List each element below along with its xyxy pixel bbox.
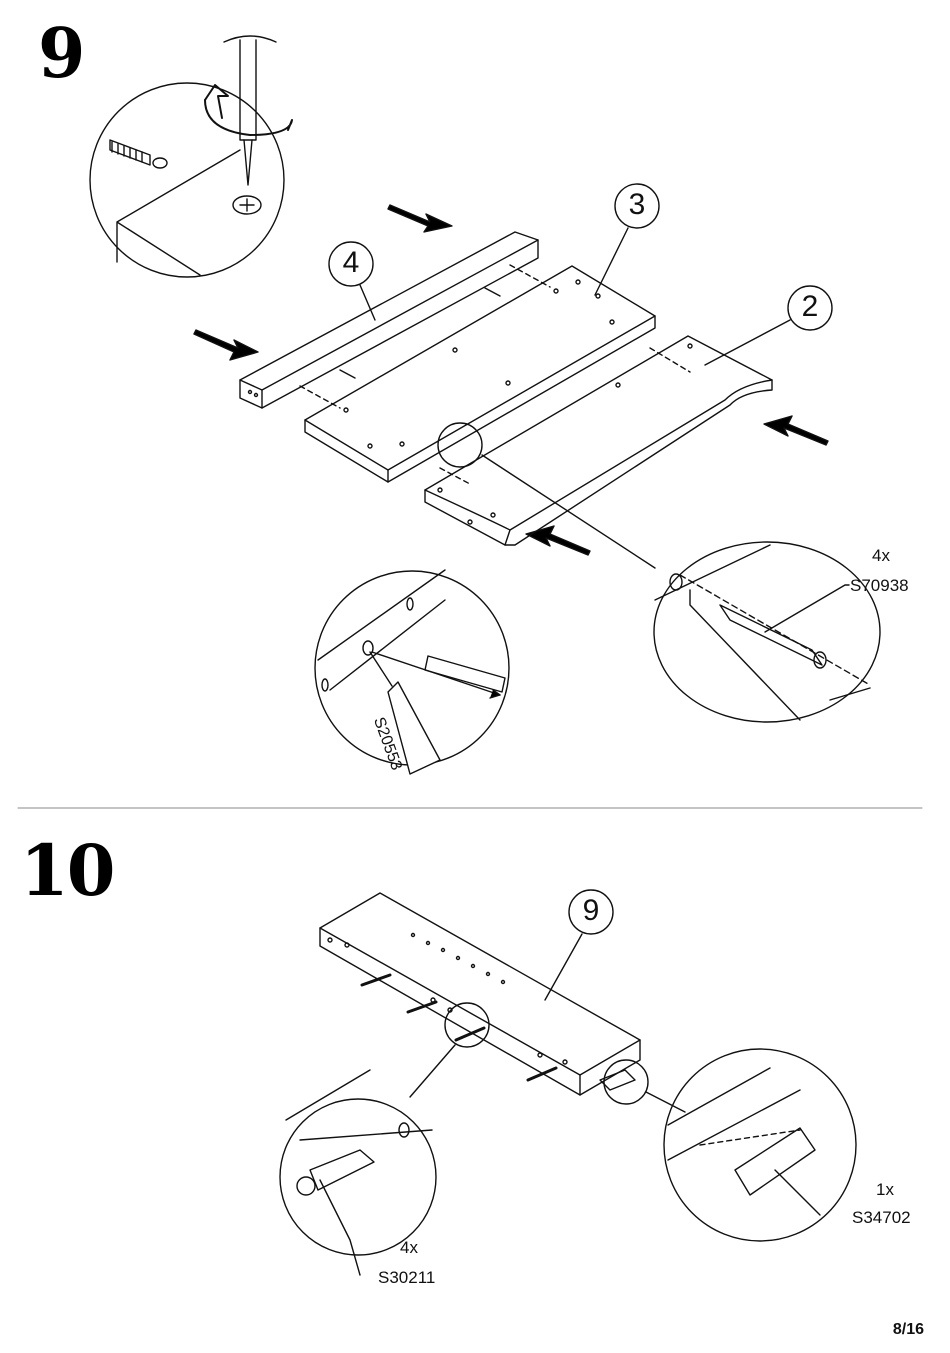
callout-label-2: 2 xyxy=(787,290,833,324)
step-number-9: 9 xyxy=(38,20,83,88)
arrow-bottom xyxy=(526,526,590,555)
part-qty-s30211: 4x xyxy=(400,1238,418,1258)
handle-detail xyxy=(604,1049,856,1241)
glue-detail xyxy=(315,570,509,774)
part-qty-s34702: 1x xyxy=(876,1180,894,1200)
callout-label-4: 4 xyxy=(328,246,374,280)
detail-circle-screwdriver xyxy=(90,83,284,277)
board-4 xyxy=(240,232,538,408)
part-code-s70938: S70938 xyxy=(850,576,909,596)
part-qty-s70938: 4x xyxy=(872,546,890,566)
callout-label-3: 3 xyxy=(614,188,660,222)
callout-label-9: 9 xyxy=(568,894,614,928)
board-2 xyxy=(425,336,772,545)
bolt-detail xyxy=(280,1003,489,1275)
part-code-s34702: S34702 xyxy=(852,1208,911,1228)
step-number-10: 10 xyxy=(20,836,113,906)
arrow-left xyxy=(194,330,258,360)
arrow-top xyxy=(388,205,452,232)
part-code-s30211: S30211 xyxy=(378,1268,435,1288)
page-number: 8/16 xyxy=(893,1321,924,1339)
arrow-right xyxy=(764,416,828,445)
screwdriver-detail xyxy=(90,36,292,277)
board-3 xyxy=(305,266,655,482)
